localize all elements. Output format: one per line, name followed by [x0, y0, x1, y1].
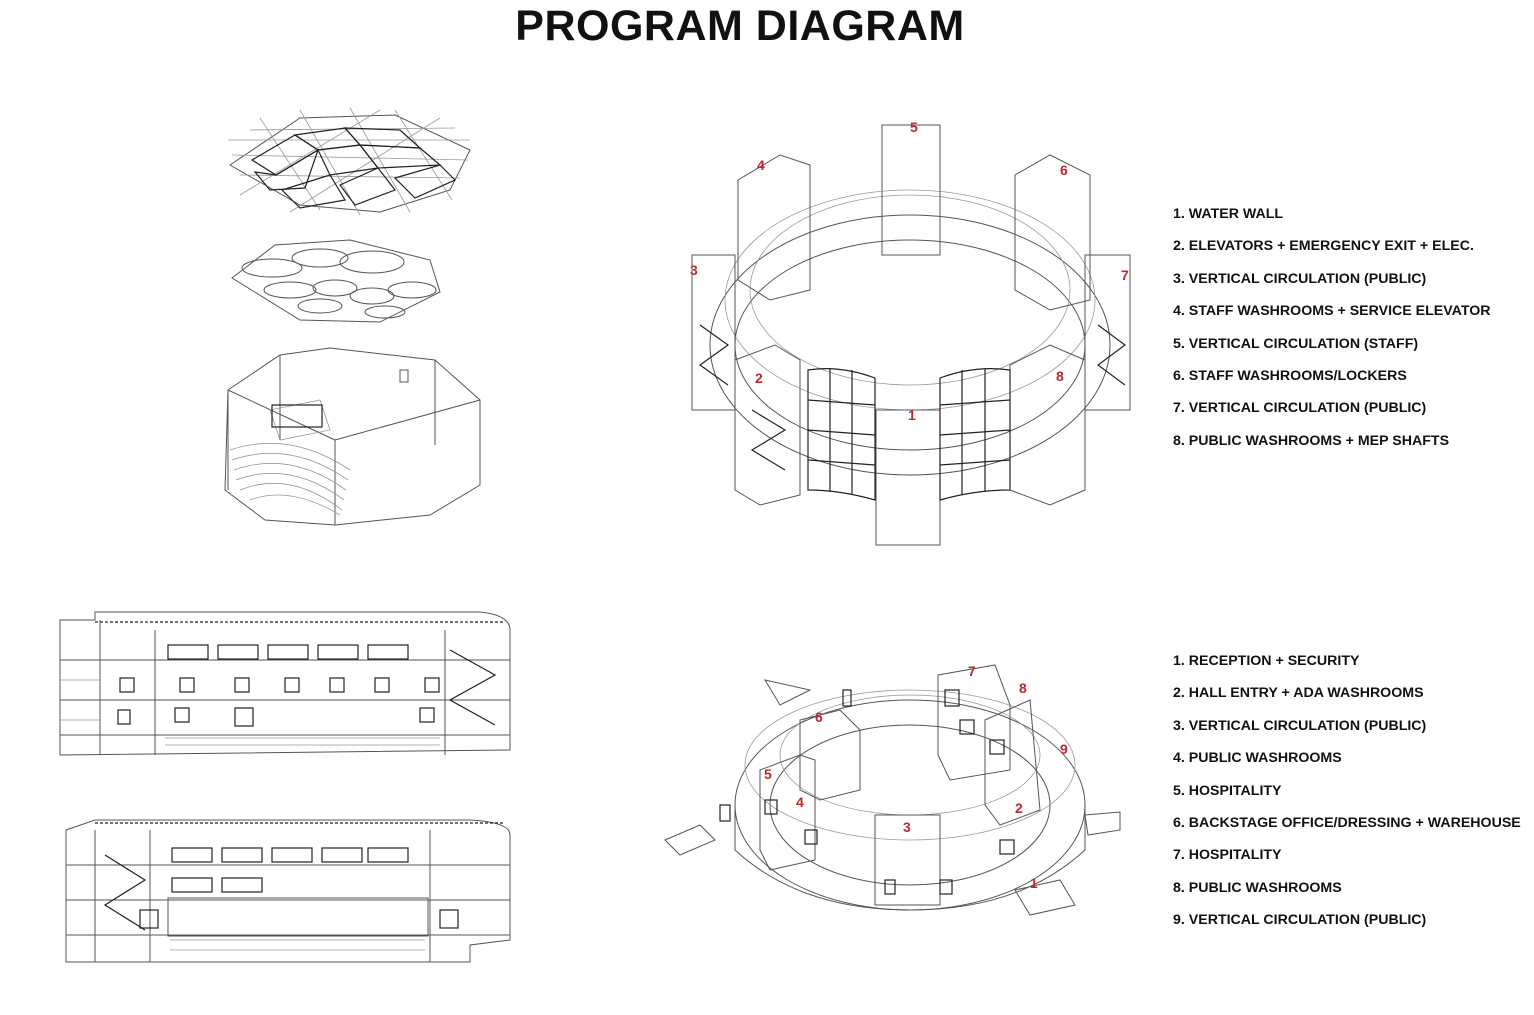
- legend-item: 2. HALL ENTRY + ADA WASHROOMS: [1173, 685, 1424, 702]
- lower-marker-8: 8: [1019, 680, 1027, 696]
- building-section-1: [59, 611, 511, 756]
- upper-marker-6: 6: [1060, 162, 1068, 178]
- legend-item: 7. HOSPITALITY: [1173, 847, 1282, 864]
- legend-item: 9. VERTICAL CIRCULATION (PUBLIC): [1173, 912, 1427, 929]
- upper-floor-legend: 1. WATER WALL 2. ELEVATORS + EMERGENCY E…: [1173, 206, 1491, 465]
- legend-item: 4. PUBLIC WASHROOMS: [1173, 750, 1342, 767]
- lower-marker-7: 7: [968, 663, 976, 679]
- upper-marker-7: 7: [1121, 267, 1129, 283]
- lower-marker-6: 6: [815, 709, 823, 725]
- legend-item: 6. STAFF WASHROOMS/LOCKERS: [1173, 367, 1407, 384]
- legend-item: 3. VERTICAL CIRCULATION (PUBLIC): [1173, 717, 1427, 734]
- legend-item: 4. STAFF WASHROOMS + SERVICE ELEVATOR: [1173, 303, 1491, 320]
- legend-item: 1. RECEPTION + SECURITY: [1173, 653, 1360, 669]
- legend-item: 3. VERTICAL CIRCULATION (PUBLIC): [1173, 270, 1427, 287]
- lower-marker-4: 4: [796, 794, 804, 810]
- lower-marker-2: 2: [1015, 800, 1023, 816]
- building-section-2: [65, 819, 511, 963]
- upper-floor-ring: 1 2 3 4 5 6 7 8: [690, 119, 1131, 546]
- legend-item: 2. ELEVATORS + EMERGENCY EXIT + ELEC.: [1173, 238, 1474, 255]
- legend-item: 5. HOSPITALITY: [1173, 782, 1282, 799]
- upper-marker-3: 3: [690, 262, 698, 278]
- upper-marker-8: 8: [1056, 368, 1064, 384]
- upper-marker-2: 2: [755, 370, 763, 386]
- legend-item: 8. PUBLIC WASHROOMS + MEP SHAFTS: [1173, 432, 1450, 449]
- lower-marker-1: 1: [1030, 875, 1038, 891]
- legend-item: 8. PUBLIC WASHROOMS: [1173, 879, 1342, 896]
- upper-marker-1: 1: [908, 407, 916, 423]
- lower-marker-3: 3: [903, 819, 911, 835]
- legend-item: 1. WATER WALL: [1173, 206, 1284, 222]
- upper-marker-4: 4: [757, 157, 765, 173]
- legend-item: 6. BACKSTAGE OFFICE/DRESSING + WAREHOUSE: [1173, 814, 1521, 831]
- legend-item: 5. VERTICAL CIRCULATION (STAFF): [1173, 335, 1419, 352]
- ceiling-panels: [231, 239, 441, 323]
- ground-floor-ring: 1 2 3 4 5 6 7 8 9: [664, 663, 1121, 916]
- ground-floor-legend: 1. RECEPTION + SECURITY 2. HALL ENTRY + …: [1173, 653, 1521, 945]
- lower-marker-9: 9: [1060, 741, 1068, 757]
- upper-marker-5: 5: [910, 119, 918, 135]
- legend-item: 7. VERTICAL CIRCULATION (PUBLIC): [1173, 400, 1427, 417]
- page-title: PROGRAM DIAGRAM: [515, 2, 965, 50]
- lower-marker-5: 5: [764, 766, 772, 782]
- auditorium-volume: [224, 347, 481, 526]
- roof-structure: [228, 107, 471, 216]
- exploded-axonometric: [224, 107, 481, 526]
